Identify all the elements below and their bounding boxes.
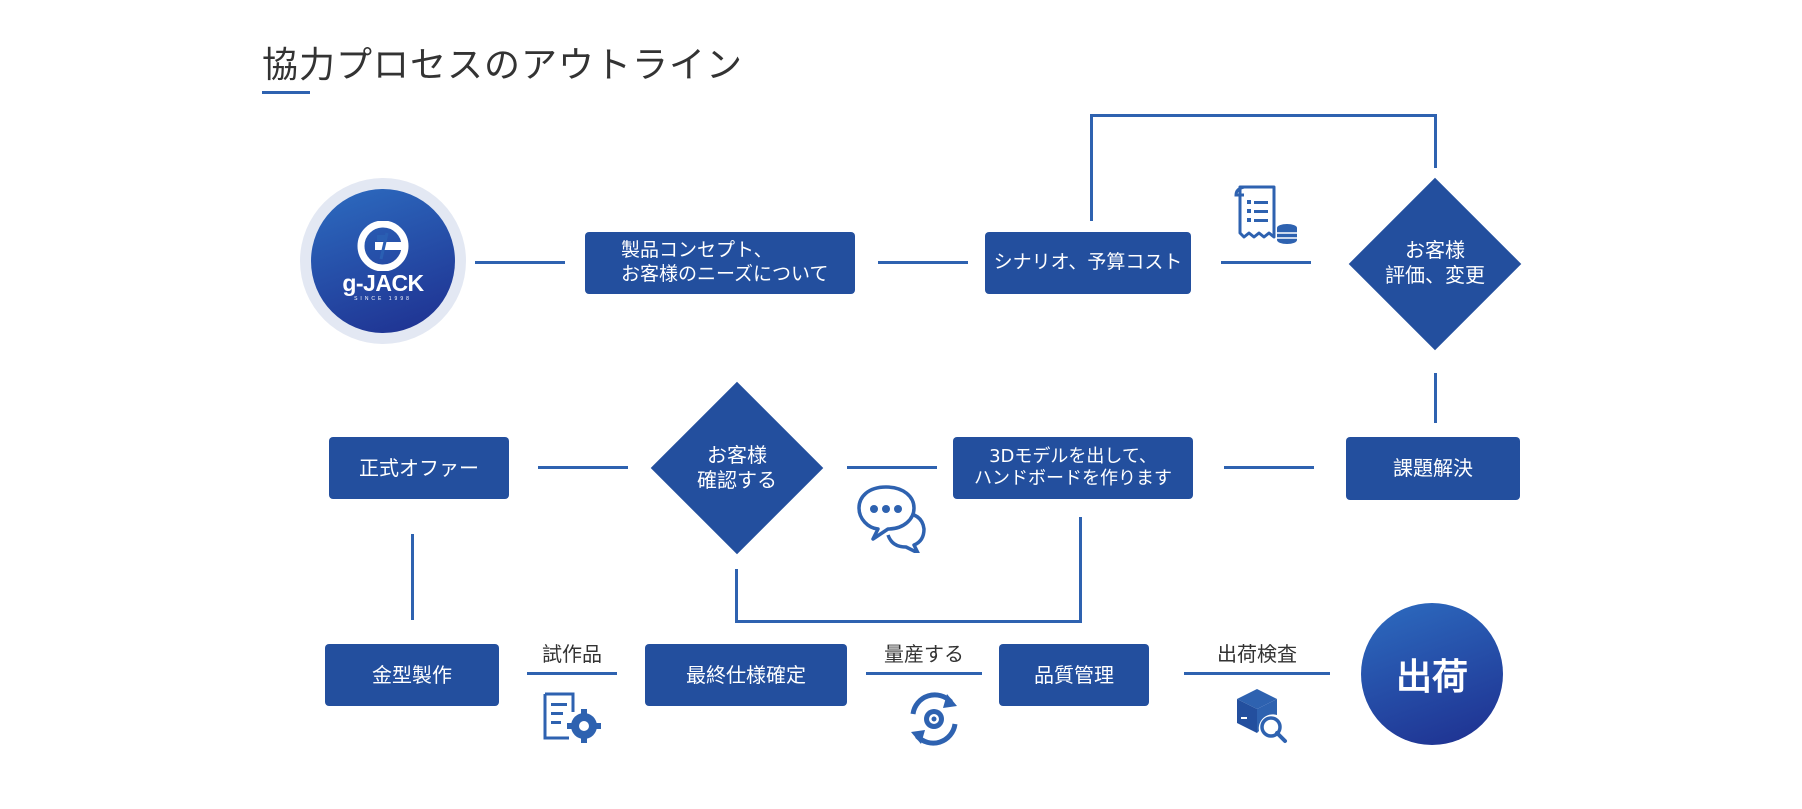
- node-confirm: お客様 確認する: [697, 443, 777, 492]
- node-evaluate: お客様 評価、変更: [1385, 238, 1485, 287]
- connector-evaluate-solve: [1434, 373, 1437, 423]
- page-title: 協力プロセスのアウトライン: [262, 45, 744, 86]
- connector-concept-scenario: [878, 261, 968, 264]
- receipt-coins-icon: [1234, 185, 1297, 244]
- node-mold: 金型製作: [325, 644, 499, 706]
- node-concept: 製品コンセプト、 お客様のニーズについて: [585, 232, 855, 294]
- node-ship: 出荷: [1361, 603, 1503, 745]
- connector-confirm-down: [735, 569, 738, 623]
- connector-logo-concept: [475, 261, 565, 264]
- connector-model3d-confirm: [847, 466, 937, 469]
- connector-bottom-loop: [735, 620, 1082, 623]
- box-search-icon: [1237, 689, 1287, 743]
- connector-solve-model3d: [1224, 466, 1314, 469]
- connector-mold-spec: [527, 672, 617, 675]
- chat-bubbles-icon: [857, 485, 926, 553]
- logo-since: SINCE 1998: [354, 296, 412, 302]
- logo-name: g-JACK: [342, 270, 424, 296]
- connector-loop-right: [1434, 114, 1437, 168]
- connector-model3d-down: [1079, 517, 1082, 623]
- node-spec: 最終仕様確定: [645, 644, 847, 706]
- g-mark-icon: [357, 221, 409, 271]
- edge-label-prototype: 試作品: [542, 642, 602, 666]
- connector-loop-top: [1090, 114, 1437, 117]
- node-solve: 課題解決: [1346, 437, 1520, 500]
- node-model3d: 3Dモデルを出して、 ハンドボードを作ります: [953, 437, 1193, 499]
- node-offer: 正式オファー: [329, 437, 509, 499]
- connector-spec-quality: [866, 672, 982, 675]
- node-scenario: シナリオ、予算コスト: [985, 232, 1191, 294]
- document-gear-icon: [543, 692, 601, 743]
- node-quality: 品質管理: [999, 644, 1149, 706]
- connector-quality-ship: [1184, 672, 1330, 675]
- edge-label-inspection: 出荷検査: [1217, 642, 1297, 666]
- logo: [311, 189, 455, 333]
- connector-scenario-evaluate: [1221, 261, 1311, 264]
- connector-offer-mold: [411, 534, 414, 620]
- connector-confirm-offer: [538, 466, 628, 469]
- cycle-gear-icon: [910, 692, 958, 746]
- connector-loop-left: [1090, 114, 1093, 221]
- title-underline: [262, 91, 310, 94]
- edge-label-mass-production: 量産する: [884, 642, 964, 666]
